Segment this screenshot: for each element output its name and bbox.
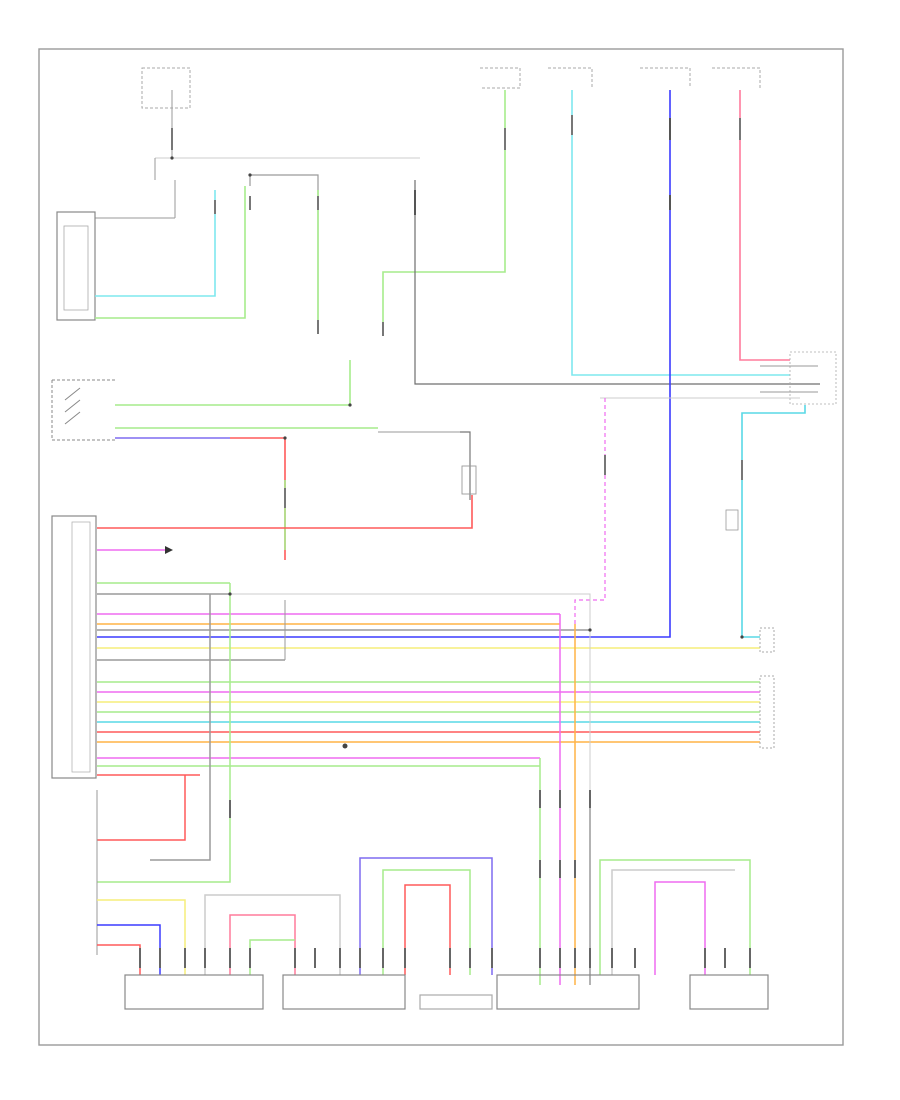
drop-connector-stubs <box>229 790 591 878</box>
bottom-modules <box>124 974 769 1010</box>
arrow-icon <box>165 546 173 554</box>
fuse-box-mid <box>461 465 477 495</box>
connector-stubs-top <box>171 128 319 334</box>
junction-box-1 <box>141 67 191 109</box>
connector-stubs-green <box>382 128 506 336</box>
wire-green-top-right <box>382 90 506 335</box>
splice-dots <box>170 156 744 749</box>
top-left-splice <box>95 90 420 219</box>
junction-box-3 <box>548 67 593 88</box>
splice-box-right <box>725 509 739 531</box>
module-5-box <box>689 974 769 1010</box>
wire-light-blue-long <box>571 90 790 376</box>
wire-blue-long <box>97 90 671 638</box>
module-1-box <box>124 974 264 1010</box>
module-3-box <box>419 994 493 1010</box>
junction-box-4 <box>640 67 691 88</box>
wire-cyan-right <box>741 405 806 637</box>
wire-black-sensor-splice <box>249 174 319 320</box>
wire-light-blue-sensor <box>95 190 216 297</box>
sensor-box-top <box>56 211 96 321</box>
sensor-box-inner <box>63 225 89 311</box>
ecu-main-block <box>51 515 97 779</box>
right-harness-connectors <box>759 627 775 749</box>
ecu-main-inner <box>71 521 91 773</box>
wire-red-ecu-top <box>97 495 473 529</box>
wire-red-438 <box>230 437 286 560</box>
wire-gray-590 <box>230 593 591 900</box>
bottom-connector-stubs <box>139 948 751 968</box>
module-2-box <box>282 974 406 1010</box>
wire-green-sensor <box>95 186 246 319</box>
vertical-drops <box>97 583 591 985</box>
wire-dark-ground <box>414 180 820 385</box>
wire-pink-mid <box>574 398 606 625</box>
bottom-module-wiring <box>204 857 751 975</box>
top-junction-boxes <box>141 67 761 109</box>
junction-box-2 <box>480 67 521 89</box>
wire-pink-long <box>739 90 790 361</box>
junction-box-5 <box>712 67 761 88</box>
harness-wires <box>97 582 760 776</box>
switch-assembly <box>51 379 115 441</box>
diagram-frame <box>38 48 844 1046</box>
module-4-box <box>496 974 640 1010</box>
right-connector-block <box>600 351 837 405</box>
wire-dark-435 <box>460 431 471 500</box>
